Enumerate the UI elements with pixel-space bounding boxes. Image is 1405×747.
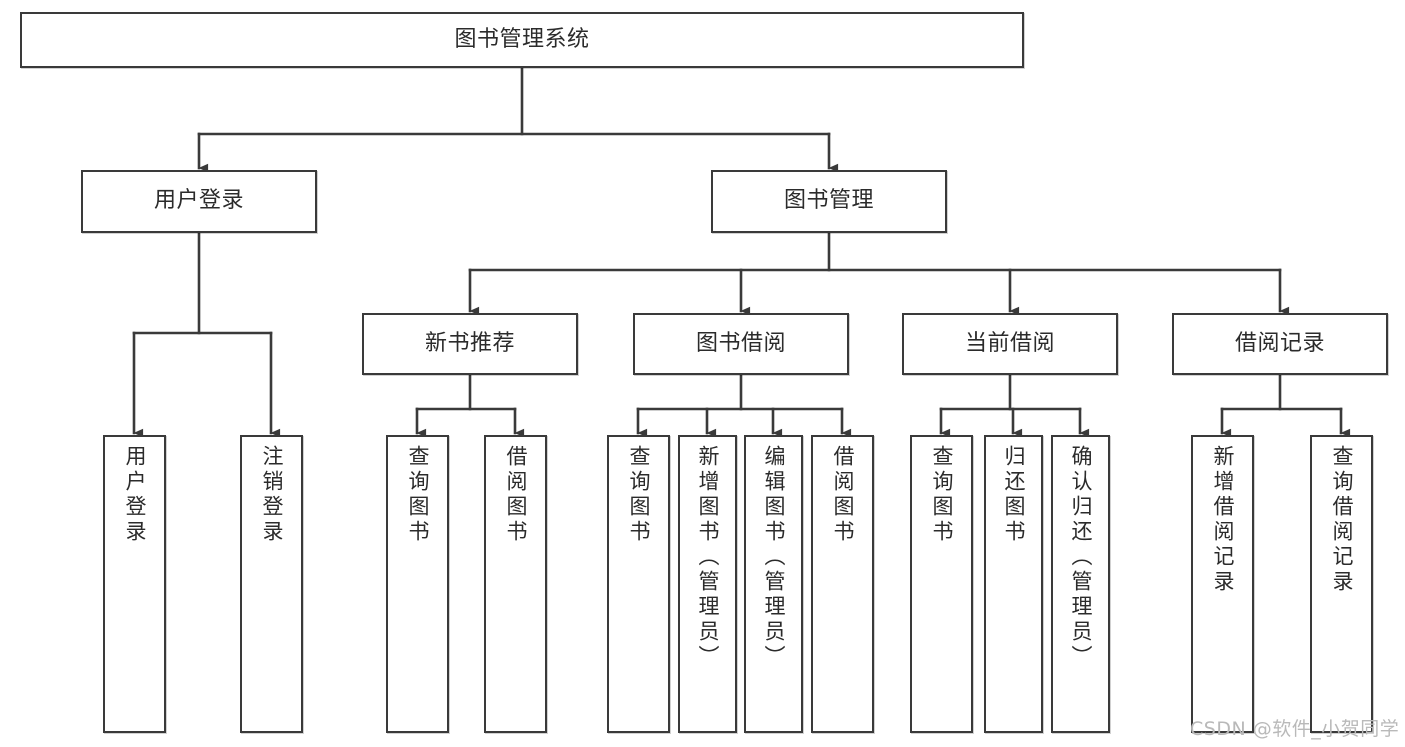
node-leaf-return-book-label: 归还图书 (1002, 445, 1026, 545)
node-root-label: 图书管理系统 (454, 26, 590, 52)
wire-group-user-login (132, 231, 281, 438)
node-book-borrow[interactable]: 图书借阅 (633, 313, 849, 375)
node-leaf-query-book-1-label: 查询图书 (406, 445, 430, 545)
node-leaf-borrow-book-1[interactable]: 借阅图书 (484, 435, 547, 733)
node-leaf-borrow-book-1-label: 借阅图书 (504, 445, 528, 545)
node-leaf-add-record[interactable]: 新增借阅记录 (1191, 435, 1254, 733)
node-leaf-edit-book[interactable]: 编辑图书（管理员） (744, 435, 803, 733)
node-new-book-recommend-label: 新书推荐 (424, 330, 515, 356)
node-leaf-borrow-book-2-label: 借阅图书 (831, 445, 855, 545)
node-book-borrow-label: 图书借阅 (695, 330, 786, 356)
node-user-login[interactable]: 用户登录 (81, 170, 317, 233)
node-leaf-query-book-3[interactable]: 查询图书 (910, 435, 973, 733)
node-leaf-add-record-label: 新增借阅记录 (1211, 445, 1235, 595)
node-leaf-borrow-book-2[interactable]: 借阅图书 (811, 435, 874, 733)
node-leaf-return-book[interactable]: 归还图书 (984, 435, 1043, 733)
wire-group-borrow-record (1220, 373, 1351, 438)
node-book-management-label: 图书管理 (783, 188, 874, 214)
node-leaf-query-record-label: 查询借阅记录 (1330, 445, 1354, 595)
node-current-borrow-label: 当前借阅 (964, 330, 1055, 356)
wire-group-new-book-recommend (415, 373, 525, 438)
node-root[interactable]: 图书管理系统 (20, 12, 1024, 68)
node-borrow-record-label: 借阅记录 (1234, 330, 1325, 356)
node-book-management[interactable]: 图书管理 (711, 170, 947, 233)
node-user-login-label: 用户登录 (153, 188, 244, 214)
node-leaf-user-login-label: 用户登录 (123, 445, 147, 545)
csdn-watermark: CSDN @软件_小贺同学 (1190, 718, 1400, 740)
node-new-book-recommend[interactable]: 新书推荐 (362, 313, 578, 375)
wire-group-root (197, 66, 839, 173)
wire-group-book-borrow (636, 373, 852, 438)
node-leaf-query-book-1[interactable]: 查询图书 (386, 435, 449, 733)
node-leaf-edit-book-label: 编辑图书（管理员） (762, 445, 786, 670)
node-current-borrow[interactable]: 当前借阅 (902, 313, 1118, 375)
node-leaf-add-book[interactable]: 新增图书（管理员） (678, 435, 737, 733)
wire-group-book-management (468, 231, 1290, 316)
wire-group-current-borrow (939, 373, 1090, 438)
node-leaf-confirm-return-label: 确认归还（管理员） (1069, 445, 1093, 670)
node-leaf-query-book-2[interactable]: 查询图书 (607, 435, 670, 733)
node-leaf-query-record[interactable]: 查询借阅记录 (1310, 435, 1373, 733)
node-leaf-query-book-3-label: 查询图书 (930, 445, 954, 545)
node-leaf-confirm-return[interactable]: 确认归还（管理员） (1051, 435, 1110, 733)
node-leaf-logout-label: 注销登录 (260, 445, 284, 545)
node-leaf-logout[interactable]: 注销登录 (240, 435, 303, 733)
node-leaf-query-book-2-label: 查询图书 (627, 445, 651, 545)
node-leaf-user-login[interactable]: 用户登录 (103, 435, 166, 733)
node-borrow-record[interactable]: 借阅记录 (1172, 313, 1388, 375)
node-leaf-add-book-label: 新增图书（管理员） (696, 445, 720, 670)
